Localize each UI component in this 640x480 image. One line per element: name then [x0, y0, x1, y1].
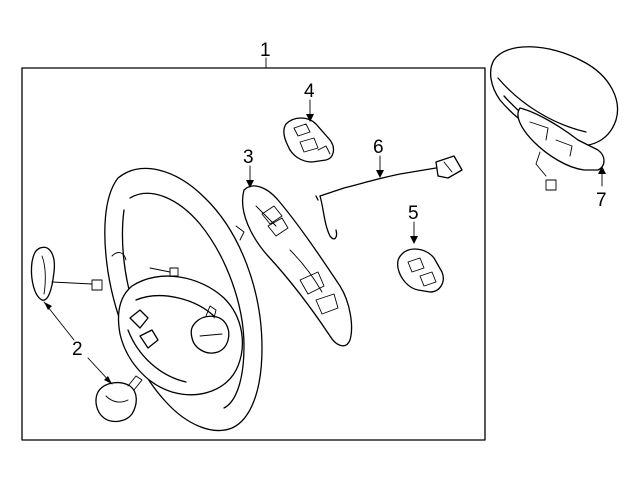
callout-3: 3	[243, 147, 254, 168]
part-2-paddle-upper	[30, 246, 103, 301]
callout-1: 1	[260, 40, 271, 61]
part-7-airbag-module	[489, 46, 619, 191]
part-4-switch	[283, 117, 335, 163]
callout-7: 7	[596, 190, 607, 211]
assembly-frame	[21, 67, 486, 441]
callout-6: 6	[373, 137, 384, 158]
callout-2-leaders	[43, 301, 113, 385]
callout-leaders	[246, 57, 606, 244]
part-2-paddle-lower	[95, 375, 143, 423]
steering-wheel	[104, 167, 263, 432]
callout-5: 5	[408, 203, 419, 224]
part-5-switch	[396, 248, 444, 293]
callout-2: 2	[72, 339, 83, 360]
callout-4: 4	[304, 81, 315, 102]
part-3-switch-bezel	[235, 185, 353, 347]
part-6-wire-harness	[315, 155, 463, 240]
